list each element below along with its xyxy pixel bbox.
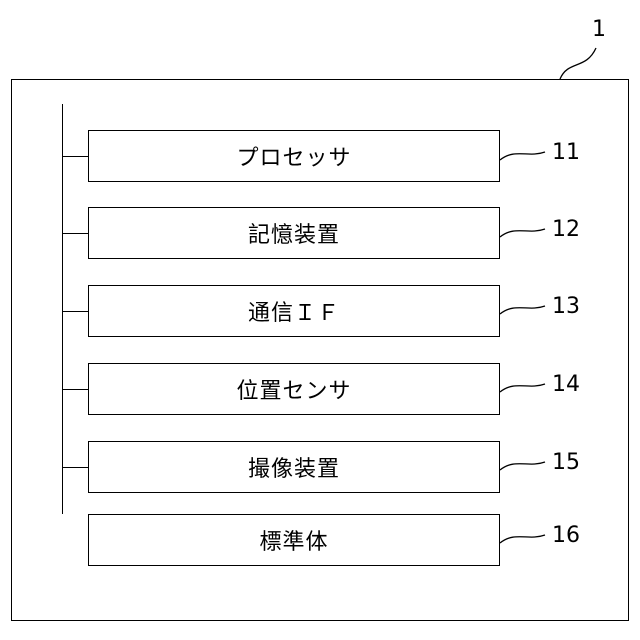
ref-numeral-14: 14 <box>552 373 580 397</box>
ref-numeral-12: 12 <box>552 218 580 242</box>
leader-line-13 <box>500 306 545 314</box>
leader-line-16 <box>500 535 545 543</box>
ref-numeral-11: 11 <box>552 141 580 165</box>
ref-numeral-16: 16 <box>552 524 580 548</box>
leader-line-11 <box>500 152 545 160</box>
leader-line-device <box>560 48 596 79</box>
ref-numeral-15: 15 <box>552 451 580 475</box>
ref-numeral-13: 13 <box>552 295 580 319</box>
leader-line-15 <box>500 462 545 470</box>
leader-line-12 <box>500 229 545 237</box>
leader-line-14 <box>500 384 545 392</box>
